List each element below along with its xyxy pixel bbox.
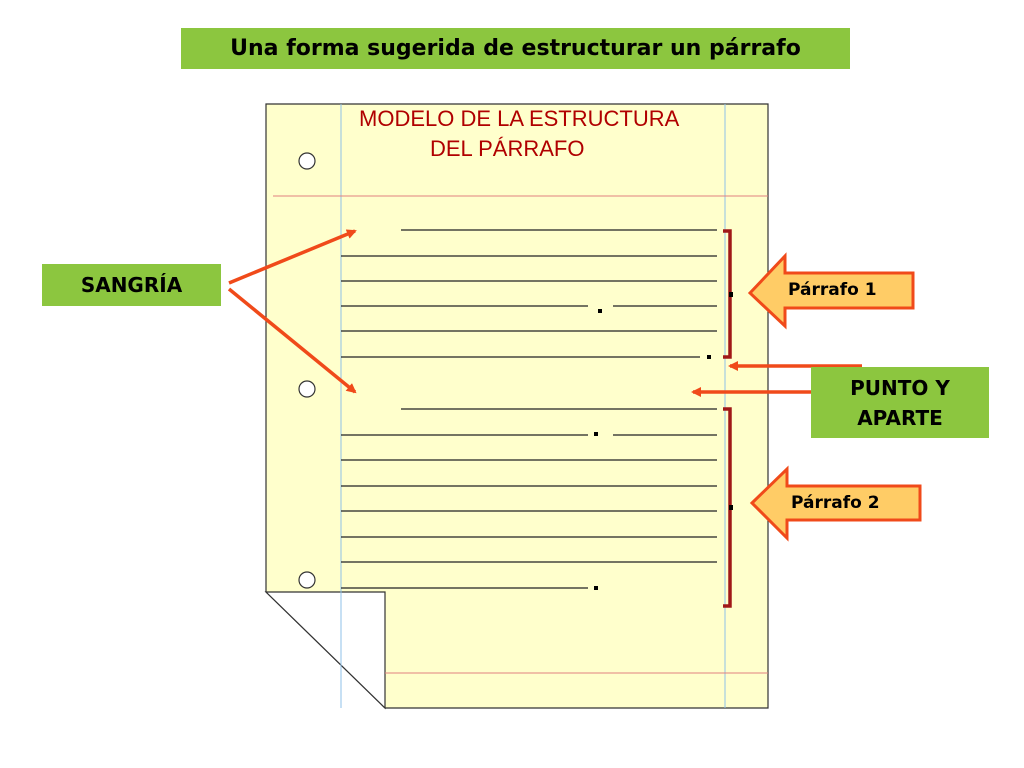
period-dot xyxy=(707,355,711,359)
punto-label-line2: APARTE xyxy=(857,406,943,430)
parrafo-1-label: Párrafo 1 xyxy=(788,280,877,300)
parrafo-2-arrow-shape xyxy=(749,465,922,542)
paragraph-1-lines xyxy=(341,229,717,358)
paragraph-2-lines xyxy=(341,408,717,589)
period-dot xyxy=(598,309,602,313)
binder-hole xyxy=(298,571,316,589)
folded-corner xyxy=(264,591,386,710)
punto-label-line1: PUNTO Y xyxy=(850,376,950,400)
sangria-arrow-1 xyxy=(228,229,357,285)
parrafo-1-arrow-shape xyxy=(747,252,915,330)
binder-hole xyxy=(298,380,316,398)
parrafo-2-label: Párrafo 2 xyxy=(791,493,880,513)
sangria-label: SANGRÍA xyxy=(42,264,221,306)
bracket-tip xyxy=(729,505,733,510)
bracket-tip xyxy=(729,292,733,297)
slide-title: Una forma sugerida de estructurar un pár… xyxy=(181,28,850,69)
sangria-arrow-2 xyxy=(227,287,357,394)
period-dot xyxy=(594,586,598,590)
period-dot xyxy=(594,432,598,436)
page-heading-line2: DEL PÁRRAFO xyxy=(430,136,585,161)
punto-y-aparte-label: PUNTO Y APARTE xyxy=(811,367,989,438)
binder-hole xyxy=(298,152,316,170)
page-heading-line1: MODELO DE LA ESTRUCTURA xyxy=(359,106,680,131)
notebook-page xyxy=(265,103,769,709)
